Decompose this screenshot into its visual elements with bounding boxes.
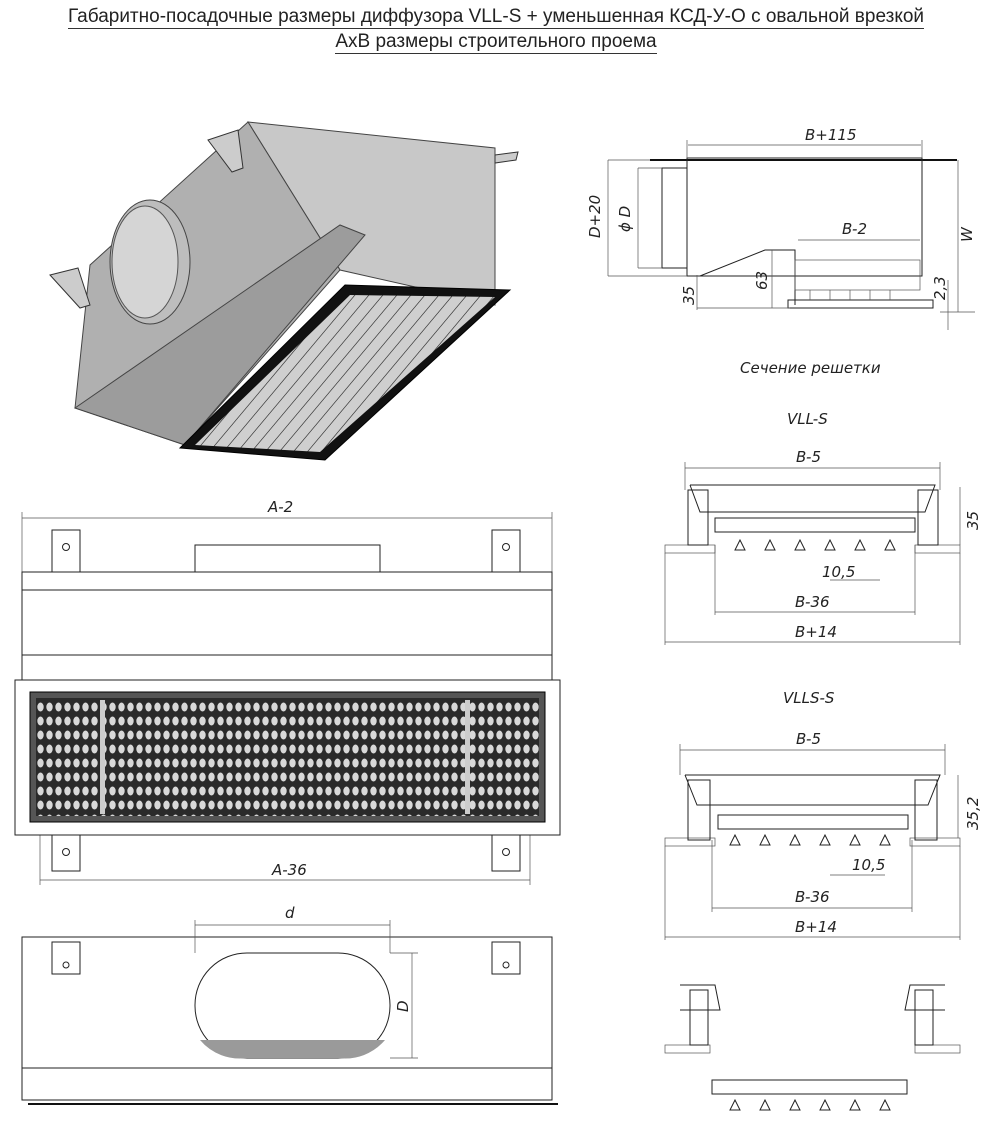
dim-a-minus-2: A-2 — [267, 498, 293, 516]
dim-63: 63 — [753, 271, 771, 290]
isometric-view — [49, 121, 519, 461]
dim-10-5-vll: 10,5 — [822, 563, 855, 581]
drawing-title-line1: Габаритно-посадочные размеры диффузора V… — [67, 6, 925, 29]
drawing-title-line2: AxB размеры строительного проема — [335, 31, 657, 54]
dim-2-3: 2,3 — [931, 276, 949, 300]
front-view: A-2 A-36 — [14, 498, 561, 885]
dim-d-oval-height: D — [394, 1000, 412, 1012]
dim-a-minus-36: A-36 — [271, 861, 307, 879]
grille-frame — [14, 679, 561, 836]
dim-b-minus-5-vlls: B-5 — [796, 730, 821, 748]
dim-b-plus-115: B+115 — [805, 126, 857, 144]
dim-35-2: 35,2 — [964, 797, 982, 830]
section-vlls-s: VLLS-S B-5 35,2 10,5 B-36 B+14 — [664, 689, 982, 940]
dim-10-5-vlls: 10,5 — [852, 856, 885, 874]
dim-d-plus-20: D+20 — [586, 195, 604, 238]
dim-b-plus-14-vll: B+14 — [795, 623, 837, 641]
dim-w: W — [958, 226, 976, 242]
dim-35: 35 — [680, 286, 698, 305]
bottom-view: d D — [21, 904, 558, 1105]
dim-35-vll: 35 — [964, 511, 982, 530]
dim-b-plus-14-vlls: B+14 — [795, 918, 837, 936]
duct-connector — [194, 544, 381, 573]
section-vll-s: VLL-S B-5 35 10,5 B-36 B+14 — [664, 410, 982, 645]
dim-b-minus-2: B-2 — [842, 220, 867, 238]
mounting-detail — [664, 984, 961, 1111]
dim-b-minus-5: B-5 — [796, 448, 821, 466]
section-caption: Сечение решетки — [740, 359, 881, 377]
section-vll-s-title: VLL-S — [787, 410, 828, 428]
dim-b-minus-36-vlls: B-36 — [795, 888, 830, 906]
dim-d-oval-width: d — [285, 904, 295, 922]
side-section-view: B+115 D+20 ϕ D B-2 W 35 63 2,3 Сечение р… — [586, 126, 976, 377]
section-vlls-s-title: VLLS-S — [783, 689, 835, 707]
dim-diameter-d: ϕ D — [616, 206, 634, 232]
dim-b-minus-36-vll: B-36 — [795, 593, 830, 611]
grille-slots — [36, 698, 539, 816]
